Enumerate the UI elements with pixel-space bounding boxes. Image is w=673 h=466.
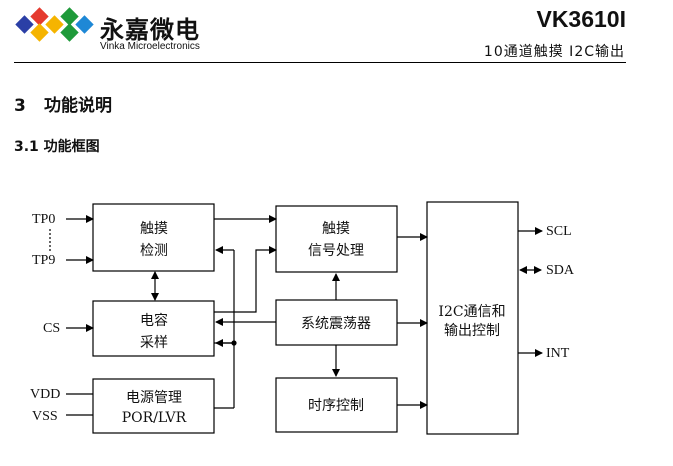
header-divider <box>14 62 626 63</box>
touch-detect-label-2: 检测 <box>140 243 168 259</box>
pin-vdd: VDD <box>30 387 60 402</box>
cap-sample-label-2: 采样 <box>140 335 168 351</box>
part-number: VK3610I <box>536 6 626 32</box>
cap-sample-label-1: 电容 <box>140 312 168 329</box>
section-number: 3 <box>14 96 26 116</box>
pin-int: INT <box>546 346 570 361</box>
touch-signal-block <box>275 205 398 273</box>
document-subtitle: 10通道触摸 I2C输出 <box>483 44 625 60</box>
timing-label: 时序控制 <box>308 398 364 414</box>
subsection-heading: 3.1 功能框图 <box>14 139 100 155</box>
brand-name-cn: 永嘉微电 <box>100 16 200 44</box>
pin-cs: CS <box>43 321 60 336</box>
i2c-label-1: I2C通信和 <box>438 304 505 320</box>
cap-to-signal-line <box>214 246 277 313</box>
power-label-2: POR/LVR <box>122 410 187 426</box>
pin-tp0: TP0 <box>32 212 55 227</box>
company-logo: 永嘉微电 Vinka Microelectronics <box>14 7 214 56</box>
power-management-block <box>92 378 215 434</box>
pin-vss: VSS <box>32 409 58 424</box>
signal-label-1: 触摸 <box>322 221 350 237</box>
oscillator-label: 系统震荡器 <box>301 316 371 332</box>
brand-name-en: Vinka Microelectronics <box>100 41 200 52</box>
i2c-output-block <box>426 201 519 435</box>
touch-detect-label-1: 触摸 <box>140 221 168 237</box>
power-label-1: 电源管理 <box>126 390 182 406</box>
touch-detect-block <box>92 203 215 272</box>
pin-scl: SCL <box>546 224 572 239</box>
junction-dot <box>231 340 237 346</box>
section-heading: 3 功能说明 <box>14 91 112 116</box>
pin-tp9: TP9 <box>32 253 55 268</box>
section-title: 功能说明 <box>44 96 112 116</box>
i2c-label-2: 输出控制 <box>444 323 500 339</box>
signal-label-2: 信号处理 <box>308 243 364 259</box>
pin-sda: SDA <box>546 263 575 278</box>
